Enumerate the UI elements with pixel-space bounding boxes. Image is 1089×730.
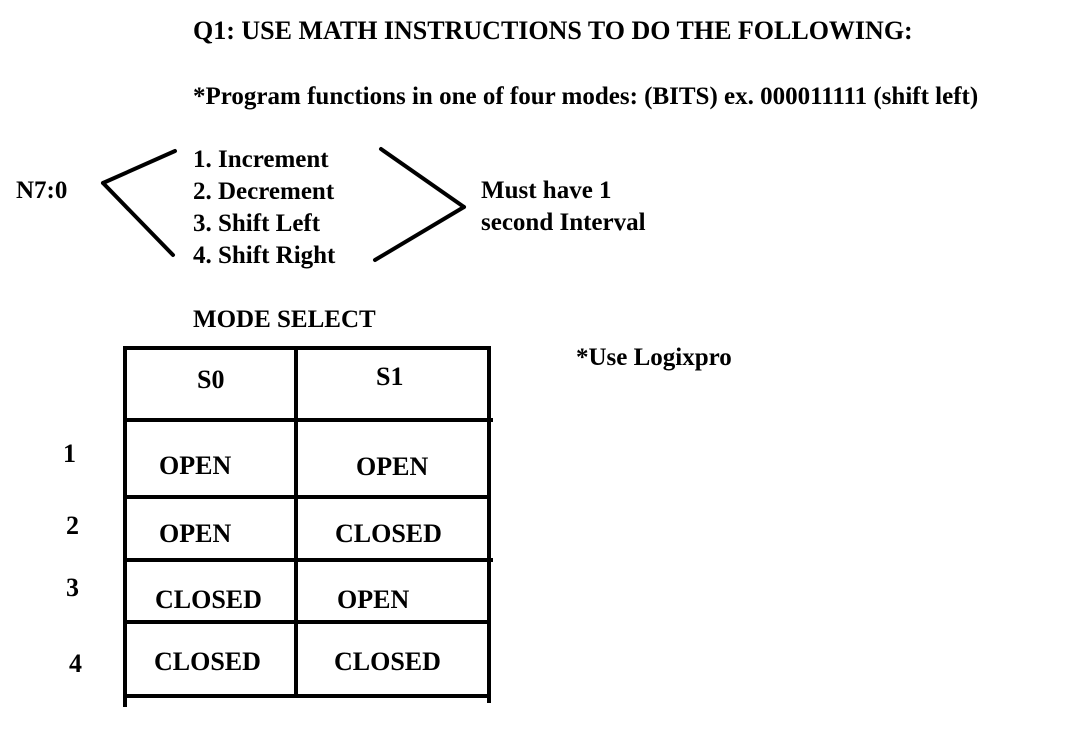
mode-item-decrement: 2. Decrement [193, 178, 335, 205]
row-number: 2 [66, 511, 79, 540]
row-number: 4 [69, 649, 82, 678]
table-cell-s1: CLOSED [334, 647, 441, 676]
mode-item-shift-left: 3. Shift Left [193, 210, 321, 237]
interval-note-line1: Must have 1 [481, 177, 612, 204]
table-cell-s1: OPEN [337, 585, 410, 614]
interval-note-line2: second Interval [481, 209, 646, 236]
page-title: Q1: USE MATH INSTRUCTIONS TO DO THE FOLL… [193, 16, 913, 45]
table-cell-s1: CLOSED [335, 519, 442, 548]
program-note: *Program functions in one of four modes:… [193, 83, 979, 110]
mode-item-shift-right: 4. Shift Right [193, 242, 336, 269]
mode-select-title: MODE SELECT [193, 306, 376, 333]
table-cell-s0: OPEN [159, 519, 232, 548]
table-cell-s0: OPEN [159, 451, 232, 480]
register-label: N7:0 [16, 177, 68, 204]
table-cell-s0: CLOSED [154, 647, 261, 676]
row-number: 1 [63, 439, 76, 468]
column-header-s0: S0 [197, 365, 225, 394]
logixpro-note: *Use Logixpro [576, 344, 732, 371]
column-header-s1: S1 [376, 362, 404, 391]
row-number: 3 [66, 573, 79, 602]
table-cell-s0: CLOSED [155, 585, 262, 614]
left-angle-bracket [101, 149, 177, 257]
mode-item-increment: 1. Increment [193, 146, 329, 173]
right-angle-bracket [373, 147, 466, 262]
table-grid [123, 346, 493, 707]
table-cell-s1: OPEN [356, 452, 429, 481]
